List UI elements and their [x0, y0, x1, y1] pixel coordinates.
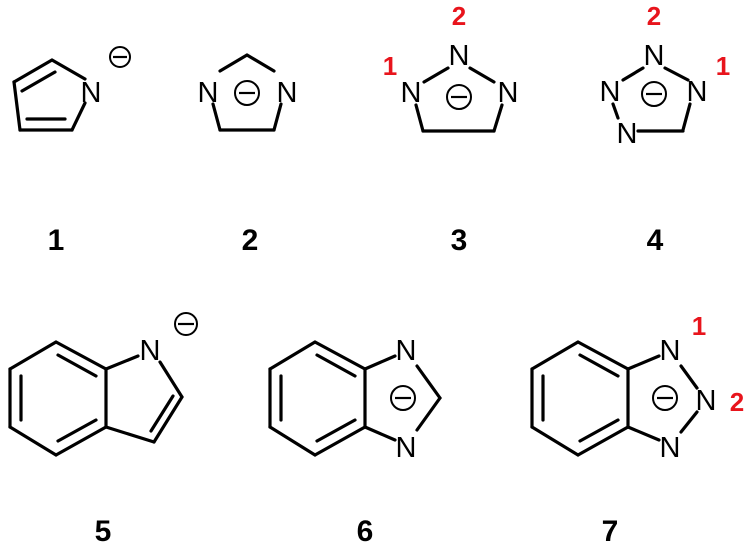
atom-n: N: [600, 76, 621, 108]
negative-charge-icon: [390, 385, 416, 411]
compound-5-indolide: N: [8, 312, 198, 457]
atom-n: N: [696, 385, 717, 417]
atom-n: N: [498, 77, 519, 109]
position-label-1: 1: [716, 51, 730, 81]
atom-n: N: [198, 77, 219, 109]
atom-n: N: [644, 40, 665, 72]
negative-charge-icon: [174, 312, 198, 336]
negative-charge-icon: [446, 84, 472, 110]
compound-number-4: 4: [647, 224, 664, 257]
atom-n: N: [401, 77, 422, 109]
negative-charge-icon: [234, 80, 260, 106]
atom-n: N: [277, 77, 298, 109]
compound-number-6: 6: [357, 515, 374, 548]
compound-number-2: 2: [242, 224, 259, 257]
position-label-2: 2: [452, 1, 466, 31]
negative-charge-icon: [109, 46, 131, 68]
atom-n: N: [396, 335, 417, 367]
atom-n: N: [81, 77, 102, 109]
position-label-1: 1: [692, 311, 706, 341]
atom-n: N: [660, 335, 681, 367]
compound-2-imidazolide: N N: [198, 53, 298, 132]
negative-charge-icon: [641, 81, 667, 107]
compound-3-triazolide: N N N 2 1: [383, 1, 519, 133]
atom-n: N: [449, 40, 470, 72]
position-label-2: 2: [647, 1, 661, 31]
position-label-2: 2: [730, 387, 744, 417]
atom-n: N: [660, 432, 681, 464]
compound-6-benzimidazolide: N N: [268, 335, 442, 464]
atom-n: N: [687, 76, 708, 108]
compound-1-pyrrolide: N: [12, 46, 131, 132]
position-label-1: 1: [383, 51, 397, 81]
compound-number-3: 3: [451, 224, 468, 257]
compound-4-tetrazolide: N N N N 2 1: [600, 1, 731, 150]
compound-number-5: 5: [95, 515, 112, 548]
compound-7-benzotriazolide: N N N 1 2: [530, 311, 744, 464]
negative-charge-icon: [652, 385, 678, 411]
atom-n: N: [617, 118, 638, 150]
atom-n: N: [140, 335, 161, 367]
atom-n: N: [396, 432, 417, 464]
compound-number-1: 1: [48, 224, 65, 257]
compound-number-7: 7: [602, 515, 619, 548]
